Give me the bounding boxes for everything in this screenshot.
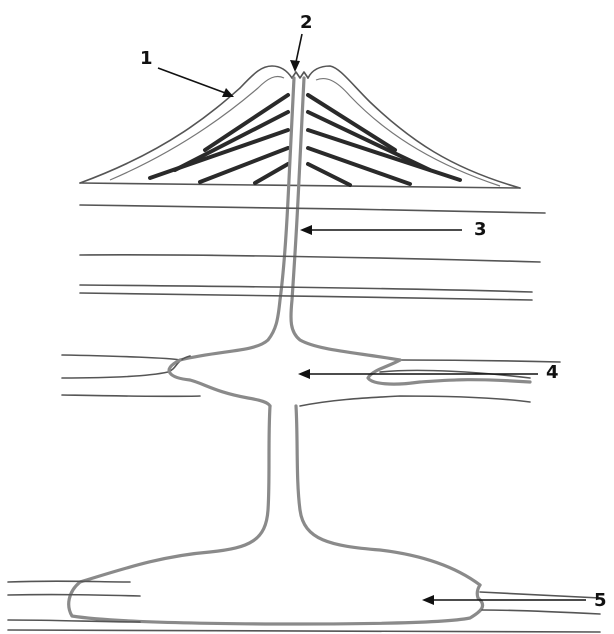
label-5: 5 [594,590,607,611]
label-2: 2 [300,12,313,33]
label-1-callout: 1 [140,48,234,97]
lower-conduit [80,406,480,585]
label-4: 4 [546,362,559,383]
label-1: 1 [140,48,153,69]
sill-chamber [62,355,560,406]
main-vent [180,78,400,360]
label-3: 3 [474,219,487,240]
label-2-callout: 2 [290,12,313,72]
label-3-callout: 3 [300,219,487,240]
magma-chamber [8,581,600,632]
